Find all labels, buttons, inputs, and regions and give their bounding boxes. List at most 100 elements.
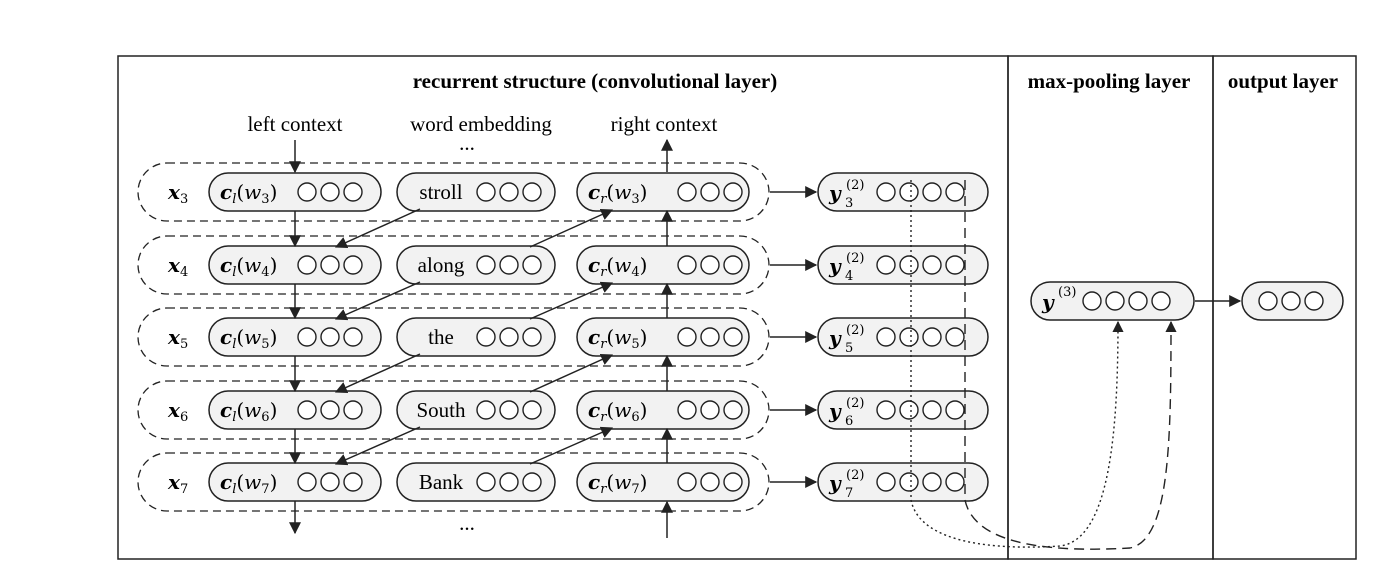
- latent-symbol: y: [828, 471, 842, 495]
- word-embedding-unit: [476, 327, 496, 347]
- latent-superscript: (2): [846, 396, 864, 411]
- word-label: stroll: [419, 180, 462, 204]
- latent-subscript: 4: [845, 269, 853, 284]
- left-context-unit: [297, 472, 317, 492]
- row-container: [137, 162, 770, 222]
- latent-symbol: y: [828, 399, 842, 423]
- maxpool-header: max-pooling layer: [1028, 69, 1191, 93]
- recurrent-header: recurrent structure (convolutional layer…: [413, 69, 778, 93]
- left-context-unit: [297, 400, 317, 420]
- top-ellipsis: ...: [459, 131, 475, 155]
- right-context-unit: [700, 400, 720, 420]
- word-embedding-unit: [522, 327, 542, 347]
- bottom-ellipsis: ...: [459, 511, 475, 535]
- pooled-superscript: (3): [1058, 285, 1076, 300]
- latent-unit: [899, 472, 919, 492]
- word-to-left-context-arrow: [334, 208, 421, 249]
- pooled-unit: [1151, 291, 1171, 311]
- latent-unit: [876, 400, 896, 420]
- max-pool-dashed-arrow: [964, 320, 1177, 550]
- x-label: x5: [167, 325, 188, 352]
- word-embedding-unit: [522, 400, 542, 420]
- latent-unit: [945, 472, 965, 492]
- left-context-unit: [343, 472, 363, 492]
- row-container: [137, 307, 770, 367]
- right-context-unit: [700, 255, 720, 275]
- x-label: x6: [167, 398, 188, 425]
- latent-symbol: y: [828, 181, 842, 205]
- left-context-unit: [297, 255, 317, 275]
- left-context-unit: [297, 182, 317, 202]
- pooled-unit: [1082, 291, 1102, 311]
- word-node: [396, 317, 556, 357]
- word-embedding-label: word embedding: [410, 112, 552, 136]
- left-context-unit: [343, 327, 363, 347]
- word-node: [396, 172, 556, 212]
- output-unit: [1258, 291, 1278, 311]
- latent-superscript: (2): [846, 468, 864, 483]
- x-label: x7: [167, 470, 188, 497]
- left-context-unit: [343, 400, 363, 420]
- word-label: South: [416, 398, 466, 422]
- latent-unit: [876, 472, 896, 492]
- left-context-symbol: cl(w5): [220, 325, 277, 352]
- right-context-unit: [723, 255, 743, 275]
- word-to-right-context-arrow: [529, 281, 614, 320]
- word-embedding-unit: [476, 182, 496, 202]
- word-to-right-context-arrow: [529, 426, 614, 465]
- row-container: [137, 235, 770, 295]
- latent-superscript: (2): [846, 251, 864, 266]
- left-context-symbol: cl(w6): [220, 398, 277, 425]
- latent-unit: [945, 182, 965, 202]
- right-context-label: right context: [611, 112, 718, 136]
- max-pool-dotted-arrow: [910, 320, 1124, 548]
- word-embedding-unit: [499, 182, 519, 202]
- word-label: the: [428, 325, 454, 349]
- latent-unit: [922, 182, 942, 202]
- word-embedding-unit: [522, 472, 542, 492]
- right-context-unit: [700, 182, 720, 202]
- word-label: along: [418, 253, 465, 277]
- latent-superscript: (2): [846, 178, 864, 193]
- right-context-symbol: cr(w5): [588, 325, 647, 352]
- word-embedding-unit: [476, 400, 496, 420]
- left-context-label: left context: [247, 112, 342, 136]
- latent-unit: [899, 327, 919, 347]
- word-embedding-unit: [522, 182, 542, 202]
- pooled-unit: [1128, 291, 1148, 311]
- output-unit: [1281, 291, 1301, 311]
- word-to-right-context-arrow: [529, 353, 614, 393]
- word-embedding-unit: [476, 472, 496, 492]
- right-context-symbol: cr(w7): [588, 470, 647, 497]
- output-unit: [1304, 291, 1324, 311]
- pooled-symbol: y: [1041, 290, 1055, 314]
- right-context-symbol: cr(w4): [588, 253, 647, 280]
- right-context-unit: [700, 327, 720, 347]
- right-context-unit: [677, 182, 697, 202]
- latent-unit: [876, 327, 896, 347]
- latent-unit: [922, 255, 942, 275]
- row-container: [137, 452, 770, 512]
- latent-unit: [899, 400, 919, 420]
- latent-subscript: 6: [845, 414, 853, 429]
- latent-symbol: y: [828, 326, 842, 350]
- latent-unit: [922, 400, 942, 420]
- word-node: [396, 390, 556, 430]
- row-container: [137, 380, 770, 440]
- latent-symbol: y: [828, 254, 842, 278]
- left-context-unit: [320, 182, 340, 202]
- latent-subscript: 7: [845, 486, 853, 501]
- right-context-unit: [677, 255, 697, 275]
- latent-unit: [945, 400, 965, 420]
- word-embedding-unit: [499, 255, 519, 275]
- word-embedding-unit: [499, 472, 519, 492]
- latent-unit: [945, 327, 965, 347]
- latent-unit: [945, 255, 965, 275]
- left-context-unit: [343, 255, 363, 275]
- left-context-symbol: cl(w4): [220, 253, 277, 280]
